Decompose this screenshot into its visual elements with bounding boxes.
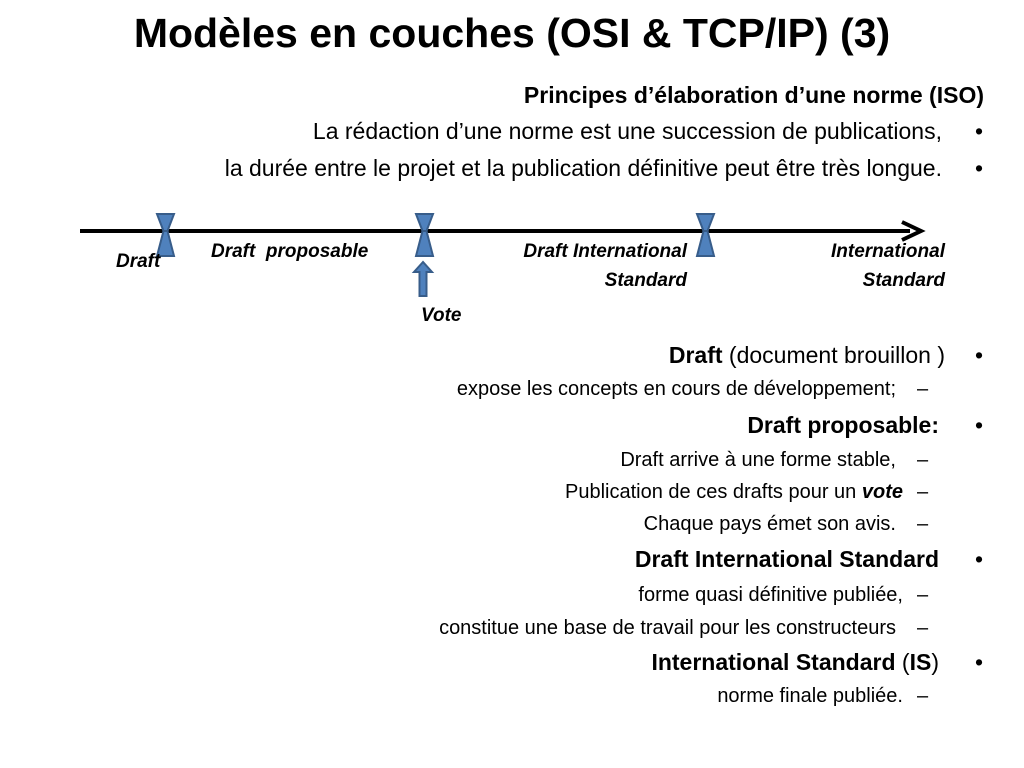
draft-bullet-title: Draft (document brouillon ) xyxy=(669,342,945,369)
timeline-arrow-head xyxy=(901,220,926,242)
is-title-close: ) xyxy=(931,649,939,675)
draft-proposable-marker: • xyxy=(975,412,984,438)
timeline-label-is: International Standard xyxy=(831,237,945,295)
draft-title-bold: Draft xyxy=(668,342,723,368)
timeline-marker-1 xyxy=(155,213,176,257)
is-title: International Standard (IS) xyxy=(651,649,939,676)
draft-proposable-item-3-marker: – xyxy=(917,513,929,535)
intro-bullet-2-marker: • xyxy=(975,155,984,181)
timeline-label-dis: Draft International Standard xyxy=(523,237,687,295)
timeline-label-is-line2: Standard xyxy=(862,270,945,291)
vote-emphasis: vote xyxy=(861,481,903,503)
timeline-diagram xyxy=(80,213,926,297)
is-title-open: ( xyxy=(895,649,910,675)
is-title-bold: International Standard xyxy=(651,649,896,675)
draft-proposable-item-3-text: Chaque pays émet son avis. xyxy=(643,513,896,535)
dis-title: Draft International Standard xyxy=(634,546,939,572)
draft-proposable-item-1-marker: – xyxy=(917,449,929,471)
draft-proposable-item-2-text: Publication de ces drafts pour un vote xyxy=(565,481,903,504)
dis-item-1-text: forme quasi définitive publiée, xyxy=(638,584,903,606)
vote-sentence-prefix: Publication de ces drafts pour un xyxy=(565,481,862,503)
timeline-marker-2 xyxy=(414,213,435,257)
section-heading: Principes d’élaboration d’une norme (ISO… xyxy=(523,82,984,108)
timeline-label-vote: Vote xyxy=(421,305,462,326)
vote-arrow-icon xyxy=(411,260,435,297)
slide-title: Modèles en couches (OSI & TCP/IP) (3) xyxy=(133,10,891,56)
draft-item-1-marker: – xyxy=(917,378,929,400)
is-marker: • xyxy=(975,649,984,675)
timeline-label-is-line1: International xyxy=(830,241,945,262)
dis-item-1-marker: – xyxy=(917,584,929,606)
draft-proposable-item-1-text: Draft arrive à une forme stable, xyxy=(620,449,896,471)
dis-marker: • xyxy=(975,546,984,572)
intro-bullet-1-text: La rédaction d’une norme est une success… xyxy=(312,118,942,144)
draft-title-rest: (document brouillon ) xyxy=(722,342,945,368)
timeline-label-dis-line2: Standard xyxy=(604,270,687,291)
draft-proposable-item-2-marker: – xyxy=(917,481,929,503)
timeline-label-dis-line1: Draft International xyxy=(523,241,687,262)
dis-item-2-text: constitue une base de travail pour les c… xyxy=(439,617,896,639)
intro-bullet-2-text: la durée entre le projet et la publicati… xyxy=(224,155,942,181)
draft-bullet-marker: • xyxy=(975,342,984,368)
draft-proposable-title: Draft proposable: xyxy=(747,412,939,438)
timeline-label-draft: Draft xyxy=(116,251,161,272)
is-item-1-text: norme finale publiée. xyxy=(717,685,903,707)
timeline-marker-3 xyxy=(695,213,716,257)
draft-item-1-text: expose les concepts en cours de développ… xyxy=(456,378,896,400)
intro-bullet-1-marker: • xyxy=(975,118,984,144)
is-title-abbr: IS xyxy=(909,649,932,675)
timeline-label-draft-proposable: Draft proposable xyxy=(211,241,369,262)
dis-item-2-marker: – xyxy=(917,617,929,639)
is-item-1-marker: – xyxy=(917,685,929,707)
